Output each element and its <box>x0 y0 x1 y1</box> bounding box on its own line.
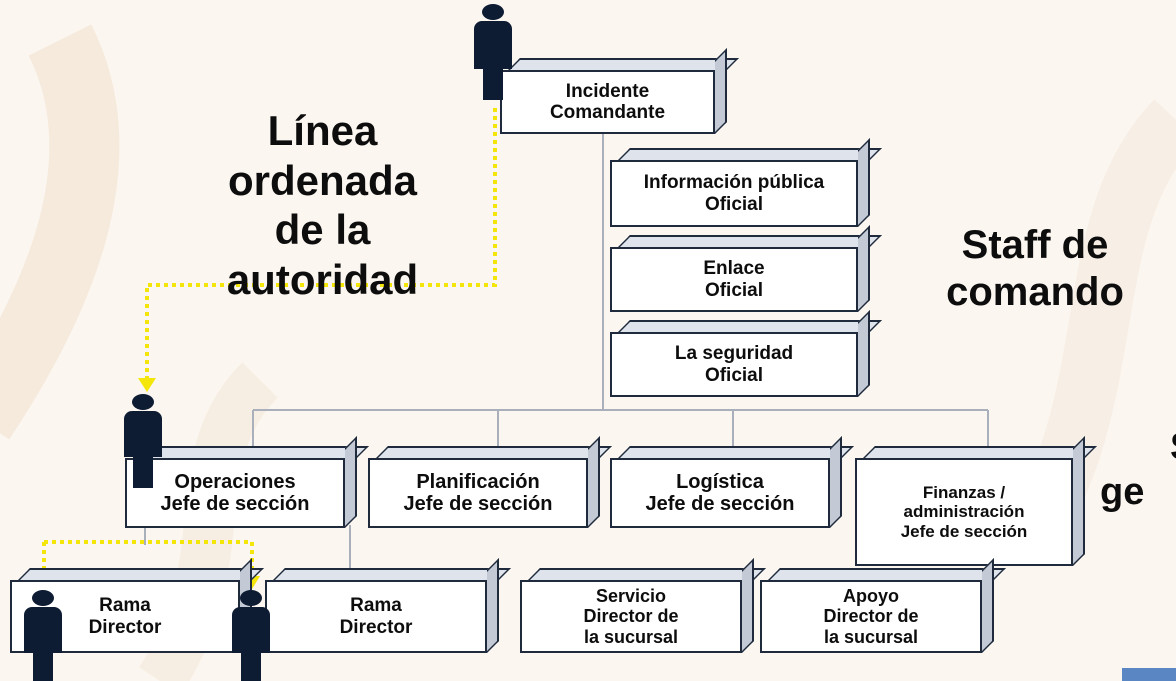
box-text: Rama <box>350 595 402 617</box>
box-text: Servicio <box>595 586 667 607</box>
box-text: la sucursal <box>583 626 679 647</box>
caption-line: ordenada <box>227 156 418 204</box>
operations-chief-person-icon <box>124 394 164 488</box>
box-text: Logística <box>676 470 764 493</box>
branch-director-box-2: Rama Director <box>265 580 487 653</box>
box-text: Jefe de sección <box>645 493 795 515</box>
box-text: Oficial <box>704 279 764 301</box>
planning-section-box: Planificación Jefe de sección <box>368 458 588 528</box>
chain-of-command-caption: Línea ordenada de la autoridad <box>195 106 450 304</box>
box-text: Jefe de sección <box>900 521 1028 541</box>
caption-line: Staff de <box>961 223 1109 267</box>
box-text: la sucursal <box>823 626 919 647</box>
branch-director-person-icon-2 <box>232 590 272 681</box>
box-text: Rama <box>99 595 151 617</box>
box-text: Incidente <box>565 80 650 102</box>
box-text: Jefe de sección <box>403 493 553 515</box>
general-staff-caption-partial: S ge <box>1100 425 1176 515</box>
box-text: La seguridad <box>674 343 794 365</box>
command-staff-caption: Staff de comando <box>920 222 1150 316</box>
operations-section-box: Operaciones Jefe de sección <box>125 458 345 528</box>
box-text: Planificación <box>416 470 540 493</box>
support-branch-director-box: Apoyo Director de la sucursal <box>760 580 982 653</box>
caption-line: S <box>1120 425 1176 470</box>
caption-line: ge <box>1100 470 1145 513</box>
caption-line: de la <box>274 206 371 254</box>
box-text: Director de <box>823 606 919 627</box>
caption-line: comando <box>946 270 1124 315</box>
box-text: Jefe de sección <box>160 493 310 515</box>
box-text: administración <box>903 502 1025 522</box>
box-text: Director de <box>583 606 679 627</box>
box-text: Director <box>339 616 413 638</box>
incident-commander-box: Incidente Comandante <box>500 70 715 134</box>
service-branch-director-box: Servicio Director de la sucursal <box>520 580 742 653</box>
box-text: Director <box>88 616 162 638</box>
safety-officer-box: La seguridad Oficial <box>610 332 858 397</box>
liaison-officer-box: Enlace Oficial <box>610 247 858 312</box>
box-text: Comandante <box>549 102 666 123</box>
branch-director-person-icon-1 <box>24 590 64 681</box>
slide-corner-accent <box>1122 668 1176 681</box>
box-text: Enlace <box>703 258 765 280</box>
caption-line: Línea <box>267 107 378 154</box>
finance-administration-section-box: Finanzas / administración Jefe de secció… <box>855 458 1073 566</box>
public-information-officer-box: Información pública Oficial <box>610 160 858 227</box>
caption-line: autoridad <box>226 255 419 303</box>
box-text: Finanzas / <box>922 483 1006 503</box>
box-text: Oficial <box>704 193 764 215</box>
box-text: Oficial <box>704 364 764 386</box>
box-text: Información pública <box>643 172 825 194</box>
logistics-section-box: Logística Jefe de sección <box>610 458 830 528</box>
box-text: Operaciones <box>174 470 296 493</box>
commander-person-icon <box>474 4 514 100</box>
box-text: Apoyo <box>843 586 899 607</box>
